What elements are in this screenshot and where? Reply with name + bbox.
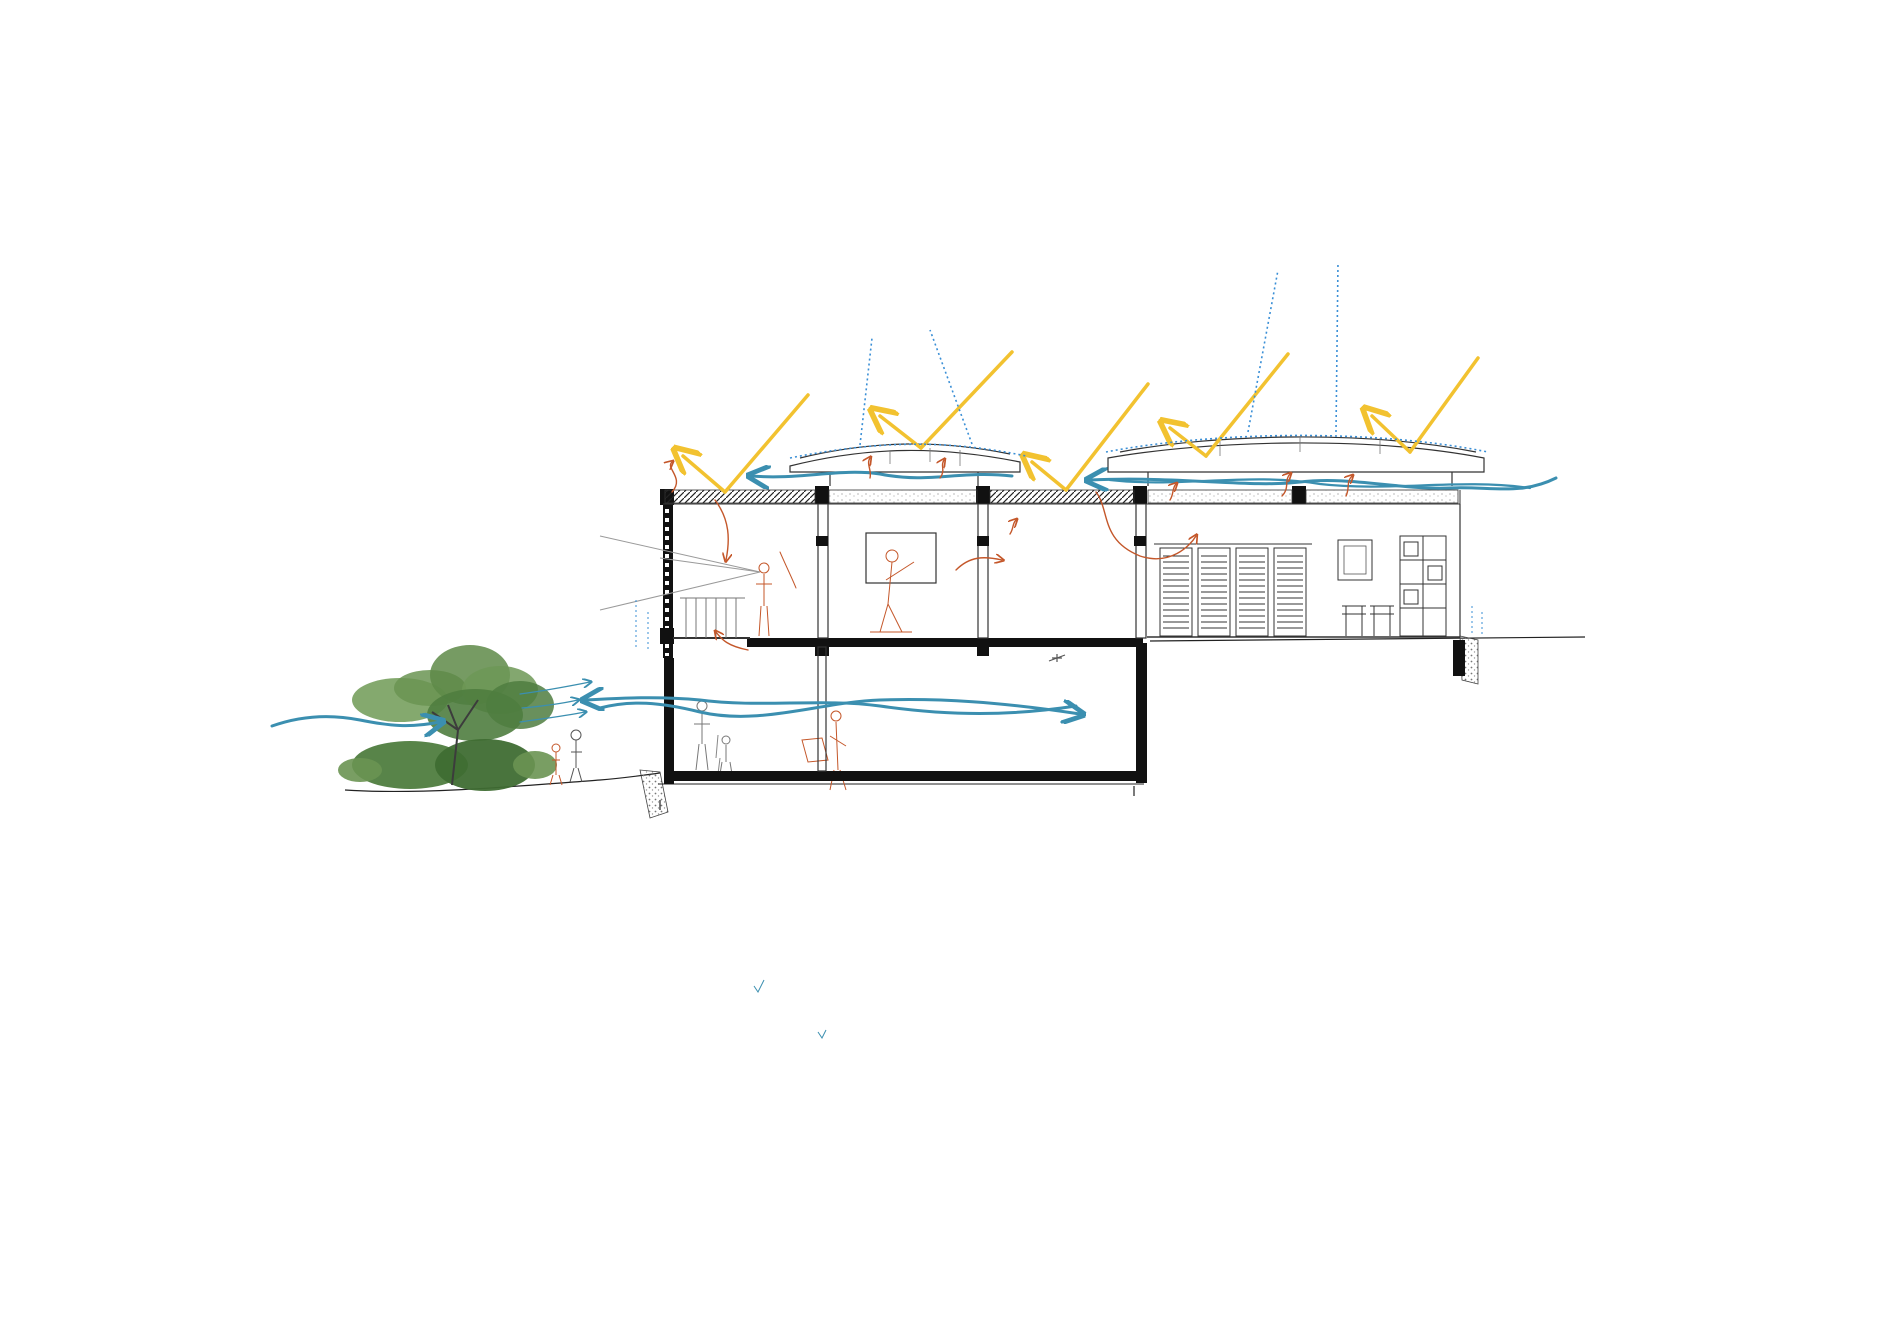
column-1-cap [815, 486, 829, 504]
lower-floor-slab [670, 771, 1146, 781]
outside-air [270, 717, 440, 726]
lower-column [817, 646, 827, 772]
people-outside [549, 729, 583, 786]
ceiling-fan [1048, 654, 1066, 662]
foundation-gravel-left [639, 769, 669, 819]
facade-column-mid [660, 628, 674, 644]
sun-rays [683, 350, 1480, 494]
column-4 [1292, 486, 1306, 504]
desk-chairs [1342, 605, 1394, 636]
blackboard [865, 532, 937, 584]
upper-level [599, 486, 1465, 676]
roof-air-left [752, 472, 1014, 477]
right-foundation [1453, 640, 1465, 676]
column-1 [817, 487, 829, 639]
lower-level [664, 638, 1147, 784]
teacher [870, 549, 915, 633]
outside-air-thin-2 [521, 700, 578, 709]
left-slope [344, 772, 661, 793]
sight-line-3 [659, 557, 761, 573]
base-edge-line [659, 786, 1135, 810]
reflected-rays [789, 261, 1489, 459]
column-3 [1135, 487, 1147, 639]
roof-slab-insulated-3 [1305, 489, 1459, 504]
left-wall-lower [664, 658, 674, 784]
lower-air-left [586, 698, 1078, 715]
right-retaining-wall [1136, 643, 1147, 783]
column-3-cap [1133, 486, 1147, 504]
right-ground [1149, 636, 1586, 642]
column-2 [977, 487, 989, 639]
column-2-mid [977, 536, 989, 546]
louvered-doors [1154, 543, 1312, 637]
stray-marks [635, 600, 1483, 1039]
upper-floor-slab [747, 638, 1143, 647]
roof-slab-insulated-1 [828, 489, 978, 504]
column-1-mid [816, 536, 828, 546]
roof-slab-hatched-2 [989, 489, 1135, 504]
person-balcony [756, 562, 772, 637]
sight-line-1 [599, 535, 761, 573]
sight-line-2 [599, 571, 761, 611]
roof-module-left [789, 443, 1021, 486]
roof-slab-insulated-2 [1147, 489, 1293, 504]
tree [338, 645, 557, 791]
bookshelf [1399, 535, 1447, 637]
column-3-mid [1134, 536, 1146, 546]
balcony-railing [680, 597, 745, 638]
column-2-cap [976, 486, 990, 504]
outside-air-thin-3 [519, 712, 585, 723]
roof-slab-hatched-1 [664, 489, 816, 504]
notice-board [1337, 539, 1373, 581]
lower-air-right [598, 698, 1080, 717]
heat-arrows [670, 458, 1352, 651]
outside-air-thin-1 [519, 682, 590, 695]
slab-beam-2 [977, 638, 989, 656]
